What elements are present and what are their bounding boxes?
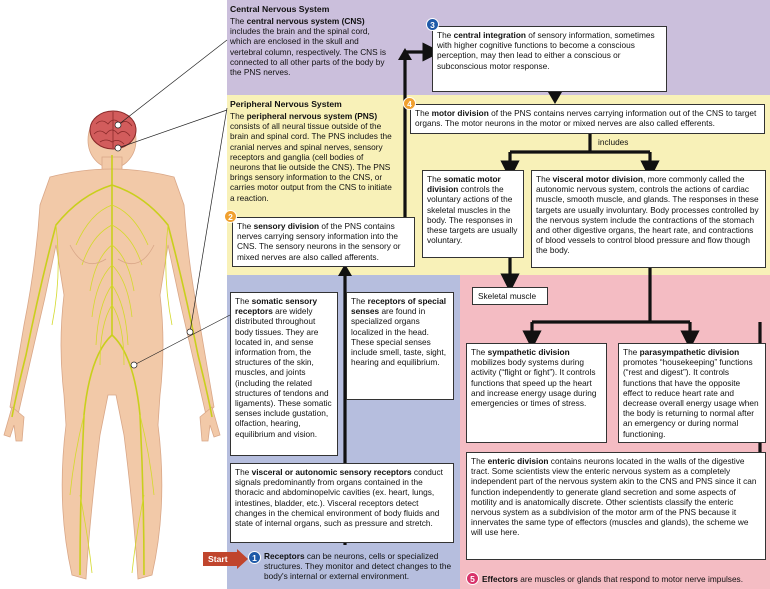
effectors-description: Effectors are muscles or glands that res… [482,574,744,584]
visceral-sensory-box: The visceral or autonomic sensory recept… [230,463,454,543]
skeletal-muscle-box: Skeletal muscle [472,287,548,305]
central-integration-box: The central integration of sensory infor… [432,26,667,92]
parasympathetic-box: The parasympathetic division promotes “h… [618,343,766,443]
brain-icon [89,110,137,150]
step-5-badge: 5 [466,572,479,585]
enteric-box: The enteric division contains neurons lo… [466,452,766,560]
visceral-motor-box: The visceral motor division, more common… [531,170,766,268]
receptors-description: Receptors can be neurons, cells or speci… [264,551,452,582]
somatic-sensory-box: The somatic sensory receptors are widely… [230,292,338,456]
start-label: Start [208,554,228,564]
step-4-badge: 4 [403,97,416,110]
includes-label: includes [598,137,629,147]
step-1-badge: 1 [248,551,261,564]
special-senses-box: The receptors of special senses are foun… [346,292,454,400]
step-3-badge: 3 [426,18,439,31]
step-2-badge: 2 [224,210,237,223]
sympathetic-box: The sympathetic division mobilizes body … [466,343,607,443]
pns-title: Peripheral Nervous System [230,99,342,109]
somatic-motor-box: The somatic motor division controls the … [422,170,524,258]
pns-description: The peripheral nervous system (PNS) cons… [230,111,392,203]
motor-division-box: The motor division of the PNS contains n… [410,104,765,134]
start-arrow-icon [203,549,248,569]
cns-title: Central Nervous System [230,4,330,14]
sensory-division-box: The sensory division of the PNS contains… [232,217,415,267]
cns-description: The central nervous system (CNS) include… [230,16,387,78]
